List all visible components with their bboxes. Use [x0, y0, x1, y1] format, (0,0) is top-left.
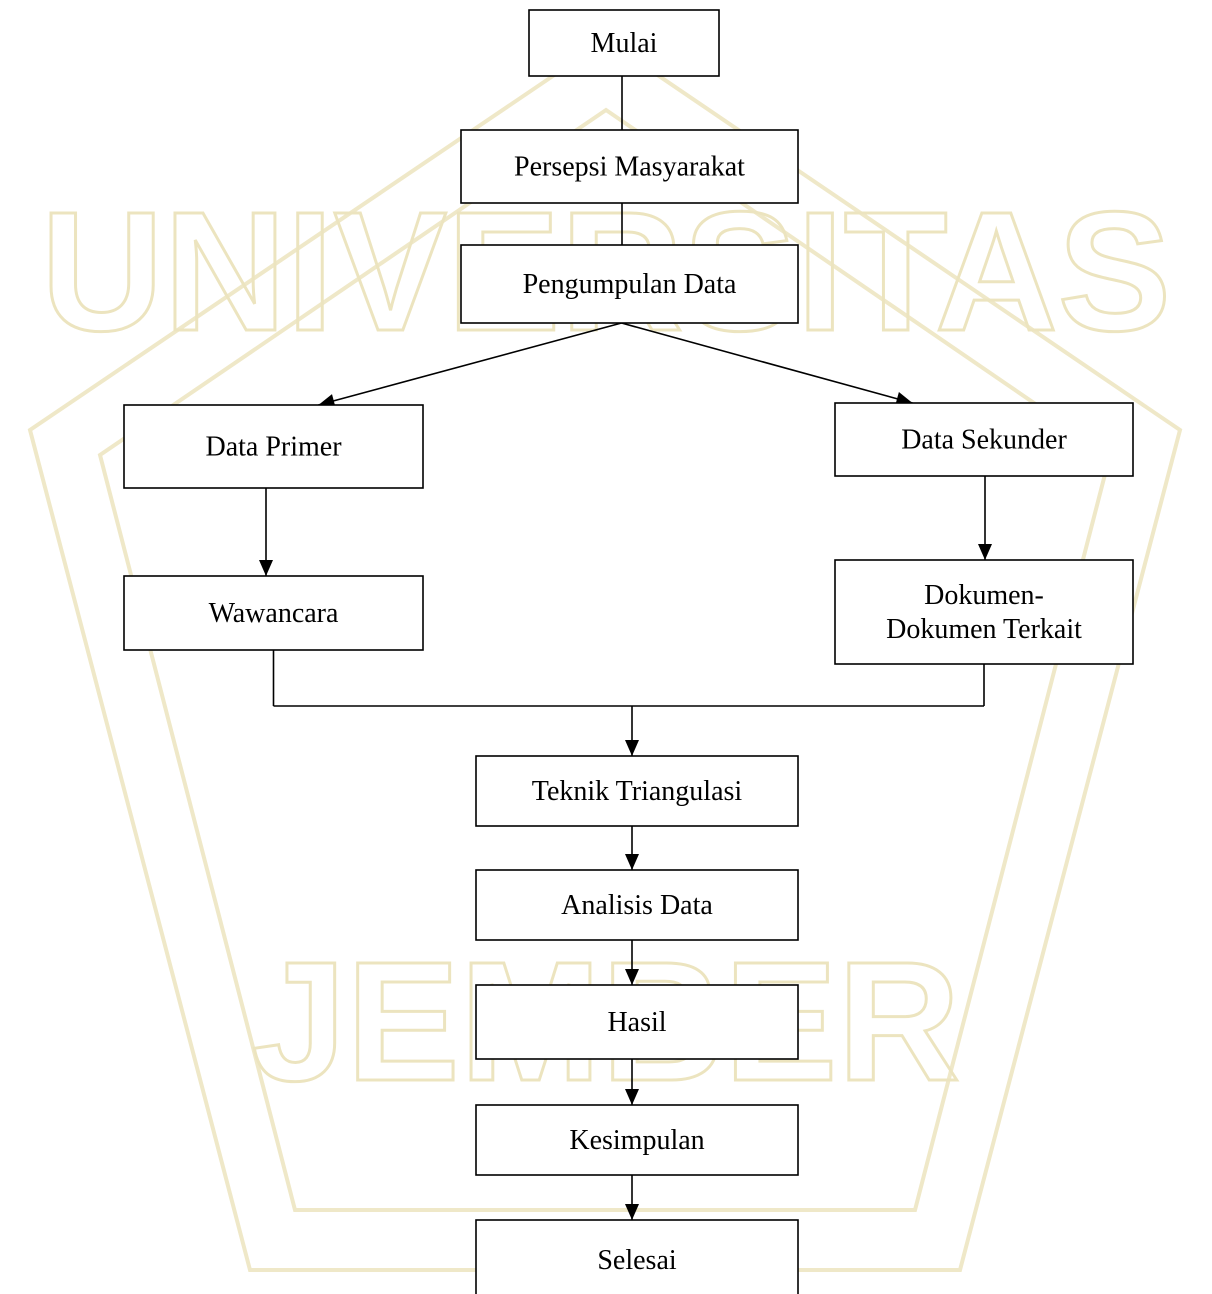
node-label-persepsi: Persepsi Masyarakat: [514, 152, 745, 183]
node-primer: Data Primer: [123, 404, 424, 489]
node-box-sekunder: [834, 402, 1134, 477]
edge-kesimpulan-to-selesai-arrowhead: [625, 1204, 639, 1220]
node-box-wawancara: [123, 575, 424, 651]
node-label-hasil: Hasil: [607, 1007, 666, 1038]
node-box-selesai: [475, 1219, 799, 1294]
edges: [259, 76, 992, 1220]
node-mulai: Mulai: [528, 9, 720, 77]
node-label-primer: Data Primer: [205, 432, 342, 463]
node-label-triangulasi: Teknik Triangulasi: [532, 776, 743, 807]
node-wawancara: Wawancara: [123, 575, 424, 651]
edge-pengumpulan-to-primer: [318, 322, 622, 406]
node-box-triangulasi: [475, 755, 799, 827]
node-label-sekunder: Data Sekunder: [901, 425, 1067, 456]
node-label-kesimpulan: Kesimpulan: [569, 1125, 704, 1156]
node-label-mulai: Mulai: [591, 28, 658, 59]
edge-triangulasi-to-analisis-arrowhead: [625, 854, 639, 870]
edge-primer-to-wawancara-arrowhead: [259, 560, 273, 576]
node-hasil: Hasil: [475, 984, 799, 1060]
node-sekunder: Data Sekunder: [834, 402, 1134, 477]
edge-pengumpulan-to-sekunder: [621, 322, 913, 404]
edge-sekunder-to-dokumen-arrowhead: [978, 544, 992, 560]
watermark: UNIVERSITAS JEMBER: [27, 37, 1183, 1272]
node-box-pengumpulan: [460, 244, 799, 324]
node-box-mulai: [528, 9, 720, 77]
node-box-dokumen: [834, 559, 1134, 665]
edge-analisis-to-hasil-arrowhead: [625, 969, 639, 985]
node-persepsi: Persepsi Masyarakat: [460, 129, 799, 204]
node-box-persepsi: [460, 129, 799, 204]
node-label-wawancara: Wawancara: [209, 598, 339, 629]
node-box-primer: [123, 404, 424, 489]
node-label-selesai: Selesai: [597, 1245, 677, 1276]
node-dokumen: Dokumen-Dokumen Terkait: [834, 559, 1134, 665]
node-label-pengumpulan: Pengumpulan Data: [523, 269, 737, 300]
node-analisis: Analisis Data: [475, 869, 799, 941]
node-kesimpulan: Kesimpulan: [475, 1104, 799, 1176]
edge-pengumpulan-to-sekunder-arrowhead: [895, 392, 913, 406]
node-label-analisis: Analisis Data: [561, 890, 713, 921]
node-label-dokumen-2: Dokumen Terkait: [886, 614, 1082, 645]
node-triangulasi: Teknik Triangulasi: [475, 755, 799, 827]
node-box-hasil: [475, 984, 799, 1060]
edge-hasil-to-kesimpulan-arrowhead: [625, 1089, 639, 1105]
watermark-inner-pentagon-icon: [97, 107, 1113, 1212]
edge-merge-to-triangulasi-arrowhead: [625, 740, 639, 756]
node-box-kesimpulan: [475, 1104, 799, 1176]
node-box-analisis: [475, 869, 799, 941]
node-label-dokumen-1: Dokumen-: [924, 580, 1044, 611]
node-pengumpulan: Pengumpulan Data: [460, 244, 799, 324]
node-selesai: Selesai: [475, 1219, 799, 1294]
